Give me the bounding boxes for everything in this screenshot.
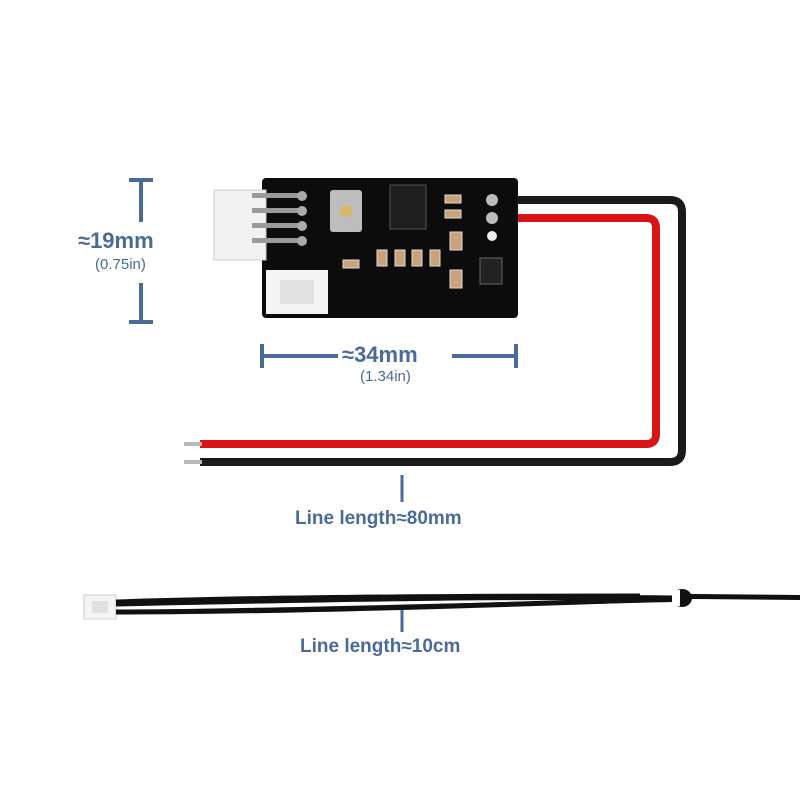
width-mm-label: ≈34mm <box>342 342 418 367</box>
width-in-label: (1.34in) <box>360 368 411 385</box>
board-wires <box>200 196 686 466</box>
height-dimension-line <box>129 178 153 324</box>
height-mm-label: ≈19mm <box>78 228 154 253</box>
wire-tips <box>184 442 202 464</box>
height-in-label: (0.75in) <box>95 256 146 273</box>
pcb-board <box>213 178 518 318</box>
thermistor-probe <box>83 589 800 620</box>
board-wire-length-label: Line length≈80mm <box>295 508 462 529</box>
sensor-wire-length-label: Line length≈10cm <box>300 636 461 657</box>
width-dimension-line <box>260 344 518 368</box>
